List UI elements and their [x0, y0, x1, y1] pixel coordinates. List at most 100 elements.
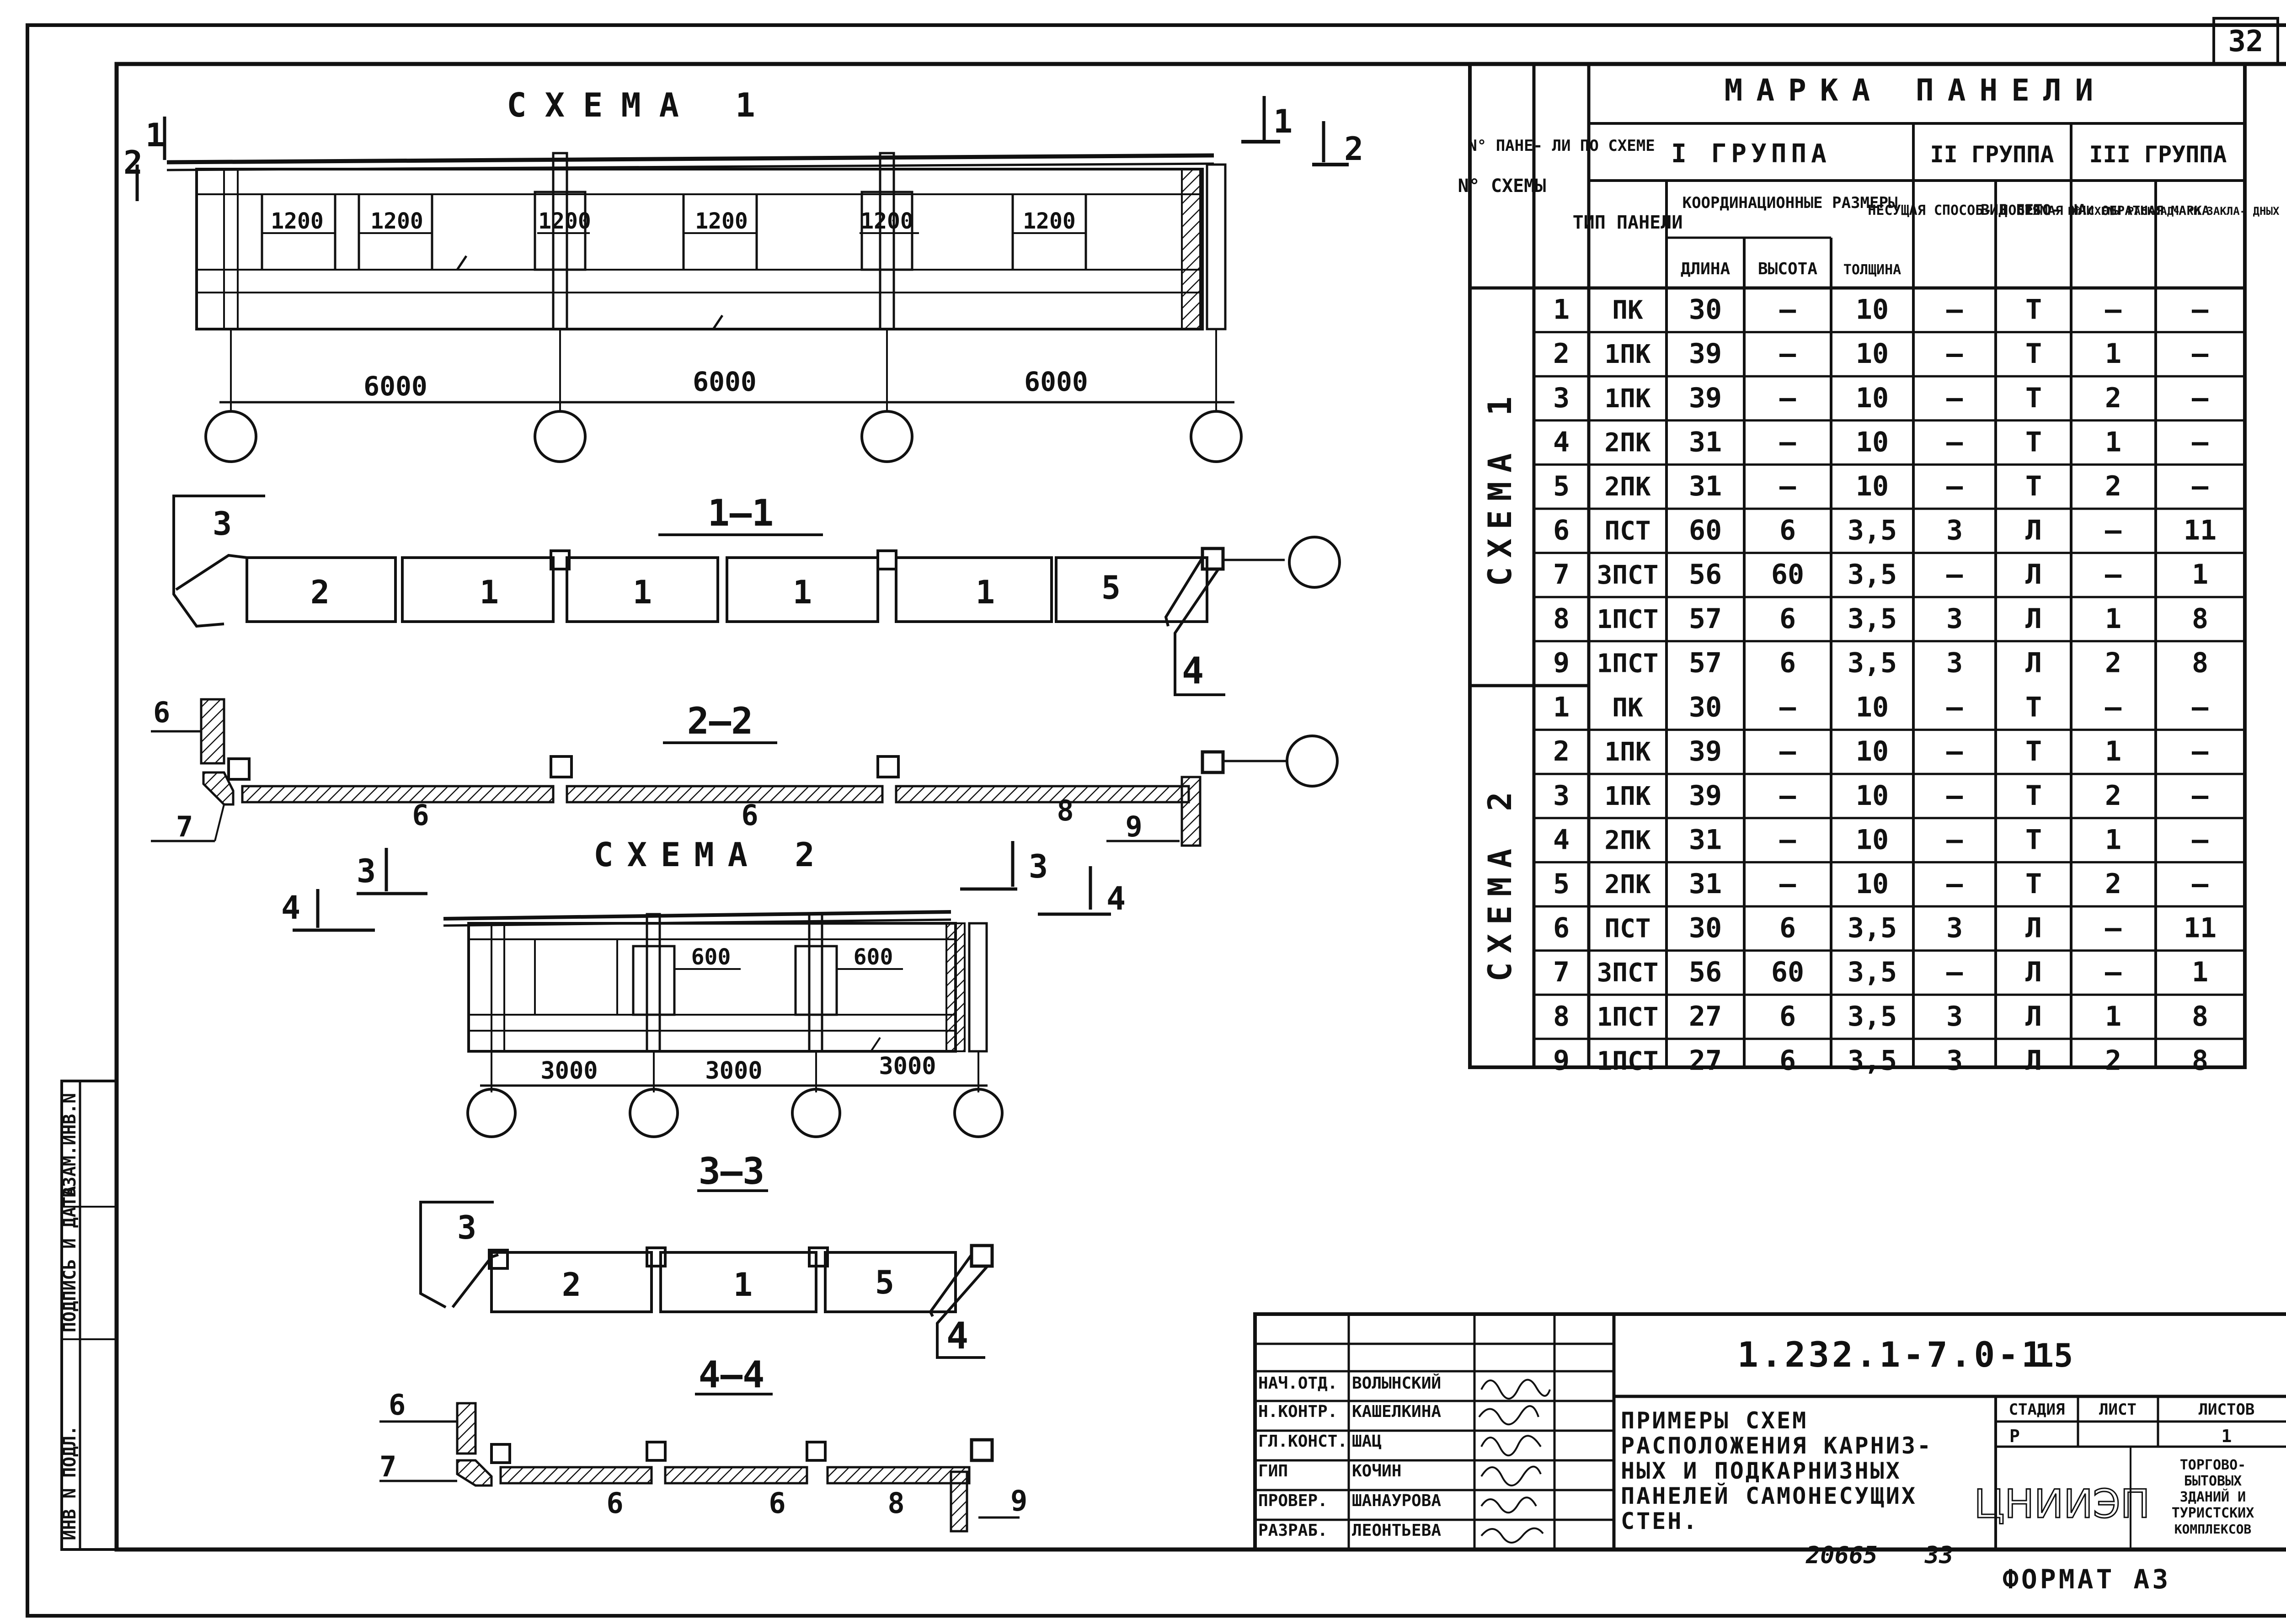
cell-scheme-parts: 8 — [2192, 647, 2208, 679]
org-sub-2: БЫТОВЫХ — [2184, 1473, 2242, 1489]
cell-mark: 1 — [2105, 426, 2121, 458]
cell-type: 1ПСТ — [1597, 1002, 1659, 1032]
cell-concrete: Л — [2025, 647, 2042, 679]
section-4-4: 4—4 6 7 6 6 8 9 — [379, 1353, 1027, 1533]
section-1-1: 1—1 3 2 1 1 1 1 5 4 — [172, 492, 1341, 696]
cell-mark: — — [2105, 692, 2122, 724]
scheme2-mark-3b: 3 — [1029, 848, 1048, 885]
cell-scheme-parts: 1 — [2192, 559, 2208, 591]
cell-panel-no: 3 — [1553, 382, 1570, 414]
section-2-2-label: 6 — [412, 799, 429, 832]
cell-length: 31 — [1689, 470, 1722, 502]
strip-inventory-label: ИНВ N ПОДЛ. — [59, 1425, 80, 1540]
cell-height: 6 — [1779, 647, 1796, 679]
cell-thickness: 10 — [1856, 382, 1889, 414]
section-4-4-label: 6 — [769, 1486, 785, 1520]
cell-concrete: Л — [2025, 1044, 2042, 1076]
cell-height: — — [1779, 868, 1796, 900]
cell-concrete: Т — [2025, 780, 2042, 812]
cell-concrete: Л — [2025, 603, 2042, 635]
cell-panel-no: 2 — [1553, 338, 1570, 370]
cell-mark: — — [2105, 515, 2122, 547]
section-1-1-panel: 1 — [793, 574, 812, 611]
cell-thickness: 10 — [1856, 824, 1889, 856]
scheme1-span: 6000 — [363, 371, 427, 402]
axis-bubble — [1190, 410, 1243, 463]
section-1-1-panel: 1 — [480, 574, 499, 611]
cell-bearing: — — [1946, 692, 1963, 724]
signer-role: ПРОВЕР. — [1258, 1491, 1328, 1510]
cell-height: — — [1779, 470, 1796, 502]
signer-name: КАШЕЛКИНА — [1352, 1402, 1441, 1421]
cell-mark: 1 — [2105, 824, 2121, 856]
cell-length: 30 — [1689, 912, 1722, 944]
cell-scheme-parts: 11 — [2184, 515, 2217, 547]
cell-concrete: Т — [2025, 294, 2042, 326]
outer-border — [26, 23, 2286, 1618]
axis-bubble — [860, 410, 913, 463]
cell-mark: 1 — [2105, 338, 2121, 370]
org-name: ЦНИИЭП — [1974, 1481, 2150, 1527]
cell-mark: — — [2105, 559, 2122, 591]
cell-length: 31 — [1689, 426, 1722, 458]
cell-type: 3ПСТ — [1597, 958, 1659, 988]
cell-mark: — — [2105, 294, 2122, 326]
title-block: НАЧ.ОТД.ВОЛЫНСКИЙН.КОНТР.КАШЕЛКИНАГЛ.КОН… — [1253, 1312, 2286, 1551]
cell-panel-no: 7 — [1553, 956, 1570, 988]
section-1-1-corner: 3 — [213, 505, 232, 543]
cell-scheme-parts: — — [2192, 382, 2209, 414]
cell-thickness: 3,5 — [1848, 1044, 1897, 1076]
header-height: ВЫСОТА — [1758, 260, 1817, 278]
scheme2-mark-4b: 4 — [1106, 880, 1126, 917]
cell-thickness: 3,5 — [1848, 603, 1897, 635]
cell-length: 56 — [1689, 559, 1722, 591]
cell-length: 39 — [1689, 338, 1722, 370]
section-4-4-title: 4—4 — [699, 1353, 765, 1396]
header-group3: III ГРУППА — [2089, 141, 2227, 168]
stage-label: СТАДИЯ — [2009, 1400, 2065, 1419]
cell-scheme-parts: — — [2192, 294, 2209, 326]
cell-scheme-parts: — — [2192, 338, 2209, 370]
axis-bubble — [534, 410, 587, 463]
cell-type: ПСТ — [1604, 516, 1650, 546]
signer-role: НАЧ.ОТД. — [1258, 1374, 1337, 1393]
cell-thickness: 10 — [1856, 692, 1889, 724]
org-sub-5: КОМПЛЕКСОВ — [2174, 1522, 2252, 1537]
scheme1-group-label: СХЕМА 1 — [1481, 387, 1519, 586]
signer-rows: НАЧ.ОТД.ВОЛЫНСКИЙН.КОНТР.КАШЕЛКИНАГЛ.КОН… — [1258, 1374, 1441, 1540]
section-2-2: 2—2 6 7 6 6 8 9 — [151, 696, 1339, 847]
signer-role: РАЗРАБ. — [1258, 1521, 1328, 1540]
sheets-label: ЛИСТОВ — [2199, 1400, 2255, 1419]
cell-length: 27 — [1689, 1001, 1722, 1033]
cell-bearing: — — [1946, 824, 1963, 856]
inner-frame — [114, 62, 2286, 1552]
header-scheme-parts: N° СХЕМЫ РАСКЛАД- КИ ЗАКЛА- ДНЫХ ИЗДЕЛИЙ — [2068, 204, 2286, 218]
scheme2-title: СХЕМА 2 — [593, 836, 828, 874]
cell-thickness: 10 — [1856, 735, 1889, 767]
cell-concrete: Т — [2025, 868, 2042, 900]
cell-mark: 2 — [2105, 470, 2121, 502]
cell-length: 56 — [1689, 956, 1722, 988]
section-3-3-corner: 3 — [457, 1209, 476, 1246]
scheme2-elevation: СХЕМА 2 3 4 3 4 600 600 — [281, 836, 1126, 1138]
cell-bearing: 3 — [1946, 603, 1963, 635]
cell-height: 60 — [1771, 956, 1804, 988]
sheets-value: 1 — [2222, 1426, 2232, 1446]
cell-length: 57 — [1689, 603, 1722, 635]
cell-panel-no: 5 — [1553, 868, 1570, 900]
cell-type: 1ПСТ — [1597, 605, 1659, 634]
header-group1: I ГРУППА — [1671, 139, 1831, 169]
cell-panel-no: 9 — [1553, 1044, 1570, 1076]
cell-bearing: — — [1946, 735, 1963, 767]
cell-thickness: 3,5 — [1848, 912, 1897, 944]
section-1-1-title: 1—1 — [708, 492, 774, 534]
cell-mark: 1 — [2105, 1001, 2121, 1033]
section-2-2-label: 8 — [1057, 794, 1074, 827]
header-mark: ПРЯМАЯ ИЛИ ОБРАТНАЯ МАРКА — [2017, 203, 2210, 218]
strip-signature-label: ПОДПИСЬ И ДАТА — [59, 1186, 80, 1332]
cell-type: 2ПК — [1604, 870, 1650, 900]
section-4-4-label: 6 — [389, 1388, 406, 1422]
org-sub-1: ТОРГОВО- — [2180, 1457, 2246, 1473]
cell-scheme-parts: 8 — [2192, 603, 2208, 635]
cell-scheme-parts: — — [2192, 824, 2209, 856]
